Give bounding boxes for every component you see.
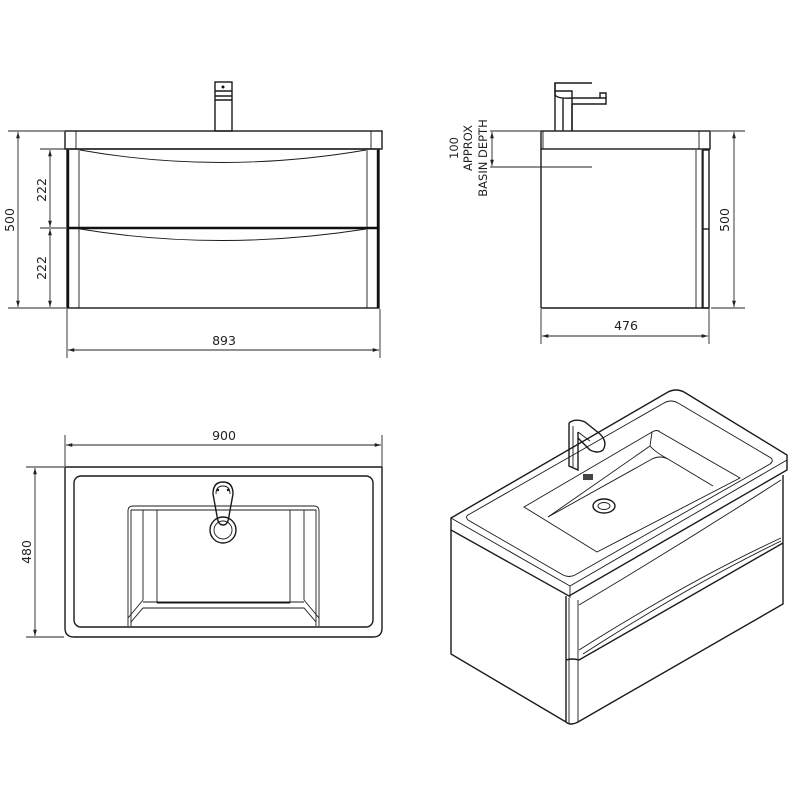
iso-drawer-divider: [565, 542, 784, 661]
side-view: 100 APPROX BASIN DEPTH 500 476: [447, 82, 745, 344]
dim-drawer-bottom: 222: [34, 256, 49, 280]
dim-top-depth: 480: [19, 540, 34, 564]
dim-drawer-top: 222: [34, 178, 49, 202]
basin-top-side: [540, 130, 711, 150]
dim-basin-depth-approx: APPROX: [461, 125, 475, 171]
iso-cabinet-left: [450, 530, 567, 723]
basin-top-front: [64, 130, 383, 150]
dim-front-height: 500: [2, 208, 17, 232]
dim-front-width: 893: [212, 333, 236, 348]
top-view: 900 480: [19, 428, 383, 638]
iso-overflow-icon: [583, 474, 593, 480]
dim-basin-depth-value: 100: [447, 137, 461, 159]
dim-side-height: 500: [717, 208, 732, 232]
faucet-top-icon: [209, 481, 237, 544]
basin-outline-top: [64, 466, 383, 638]
faucet-front-icon: [214, 81, 233, 132]
dim-top-width: 900: [212, 428, 236, 443]
iso-basin-top: [450, 389, 788, 597]
basin-rim-top: [73, 475, 374, 628]
dim-basin-depth-label: BASIN DEPTH: [476, 119, 490, 196]
iso-bowl: [523, 430, 741, 553]
drawer-bottom-handle-curve: [79, 228, 367, 241]
drawer-top-handle-curve: [79, 149, 367, 163]
isometric-view: [450, 389, 788, 725]
faucet-iso-icon: [568, 419, 606, 472]
iso-drain-icon: [592, 498, 616, 514]
iso-drawer-top-curve: [578, 479, 782, 606]
faucet-side-icon: [554, 82, 607, 131]
front-view: 500 222 222 893: [2, 81, 383, 358]
dim-side-depth: 476: [614, 318, 638, 333]
